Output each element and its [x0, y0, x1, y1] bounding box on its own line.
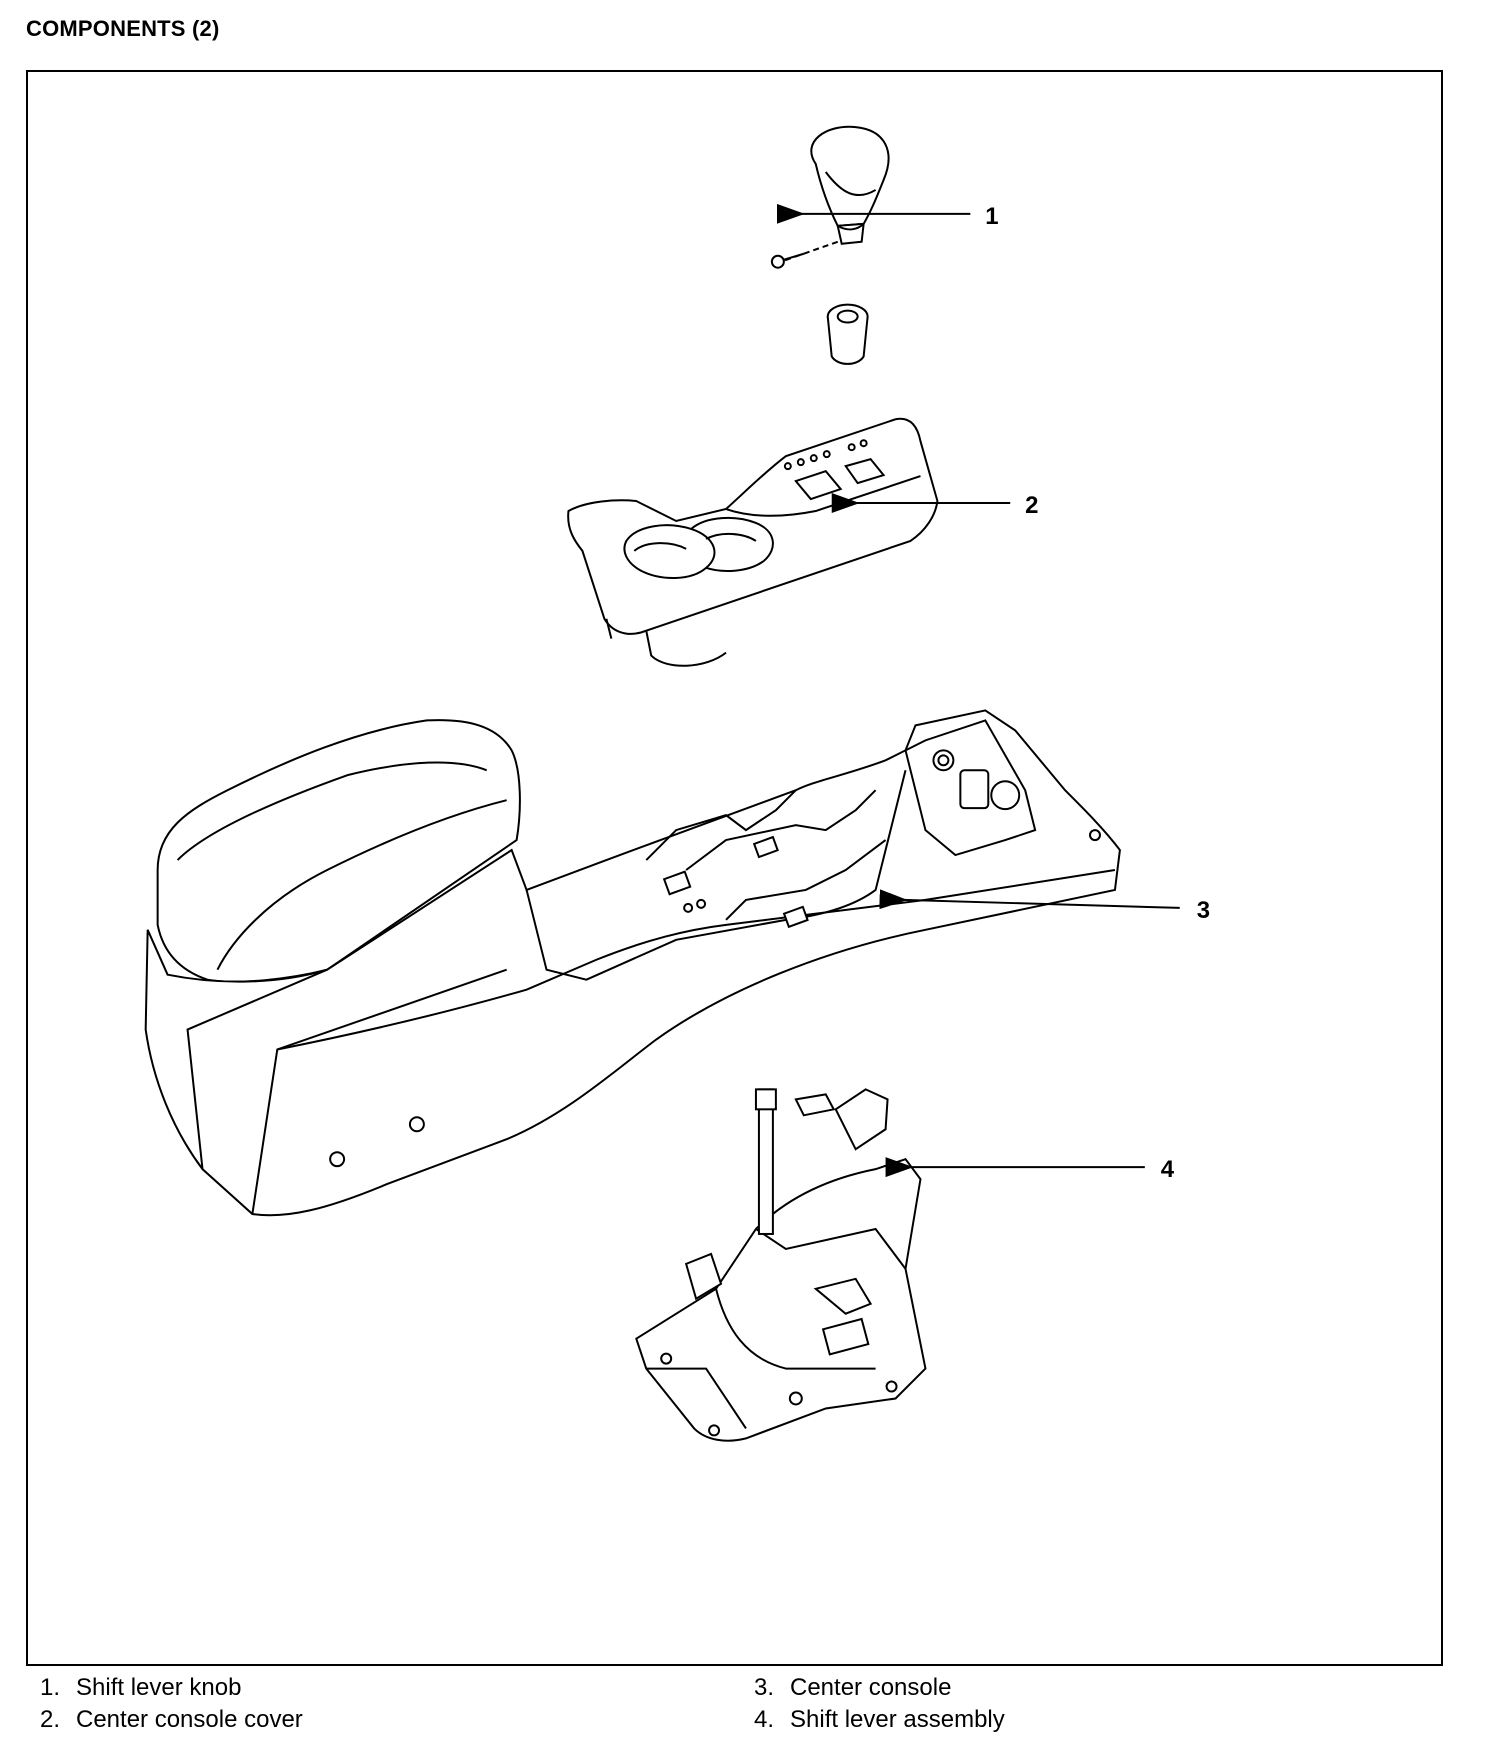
- legend-item-number: 2.: [40, 1706, 61, 1733]
- legend-item-number: 3.: [754, 1674, 775, 1701]
- legend-item: 4. Shift lever assembly: [754, 1704, 1005, 1736]
- legend-item-label: Center console cover: [76, 1706, 303, 1733]
- shift-lever-assembly-illustration: [635, 1088, 927, 1442]
- callout-1-number: 1: [985, 203, 998, 230]
- callout-3-leader-line: [879, 889, 1180, 910]
- exploded-view-drawing: 1 2 3 4: [144, 125, 1210, 1442]
- callout-4-number: 4: [1161, 1156, 1175, 1183]
- callout-3-number: 3: [1197, 897, 1210, 924]
- exploded-view-figure: 1 2 3 4: [26, 70, 1443, 1666]
- legend-item-label: Center console: [790, 1674, 952, 1701]
- legend-item: 1. Shift lever knob: [40, 1672, 303, 1704]
- page-title: COMPONENTS (2): [26, 16, 220, 41]
- callout-2-number: 2: [1025, 492, 1038, 519]
- center-console-cover-illustration: [567, 417, 939, 667]
- legend-left-column: 1. Shift lever knob 2. Center console cove…: [40, 1672, 303, 1736]
- legend-item-label: Shift lever knob: [76, 1674, 242, 1701]
- shift-lever-knob-illustration: [770, 125, 890, 269]
- legend-item-number: 1.: [40, 1674, 61, 1701]
- center-console-illustration: [144, 709, 1121, 1217]
- legend-item: 2. Center console cover: [40, 1704, 303, 1736]
- legend-right-column: 3. Center console 4. Shift lever assembly: [754, 1672, 1005, 1736]
- shift-lever-bushing-illustration: [826, 303, 869, 365]
- legend-item-number: 4.: [754, 1706, 775, 1733]
- legend-item-label: Shift lever assembly: [790, 1706, 1005, 1733]
- legend-item: 3. Center console: [754, 1672, 1005, 1704]
